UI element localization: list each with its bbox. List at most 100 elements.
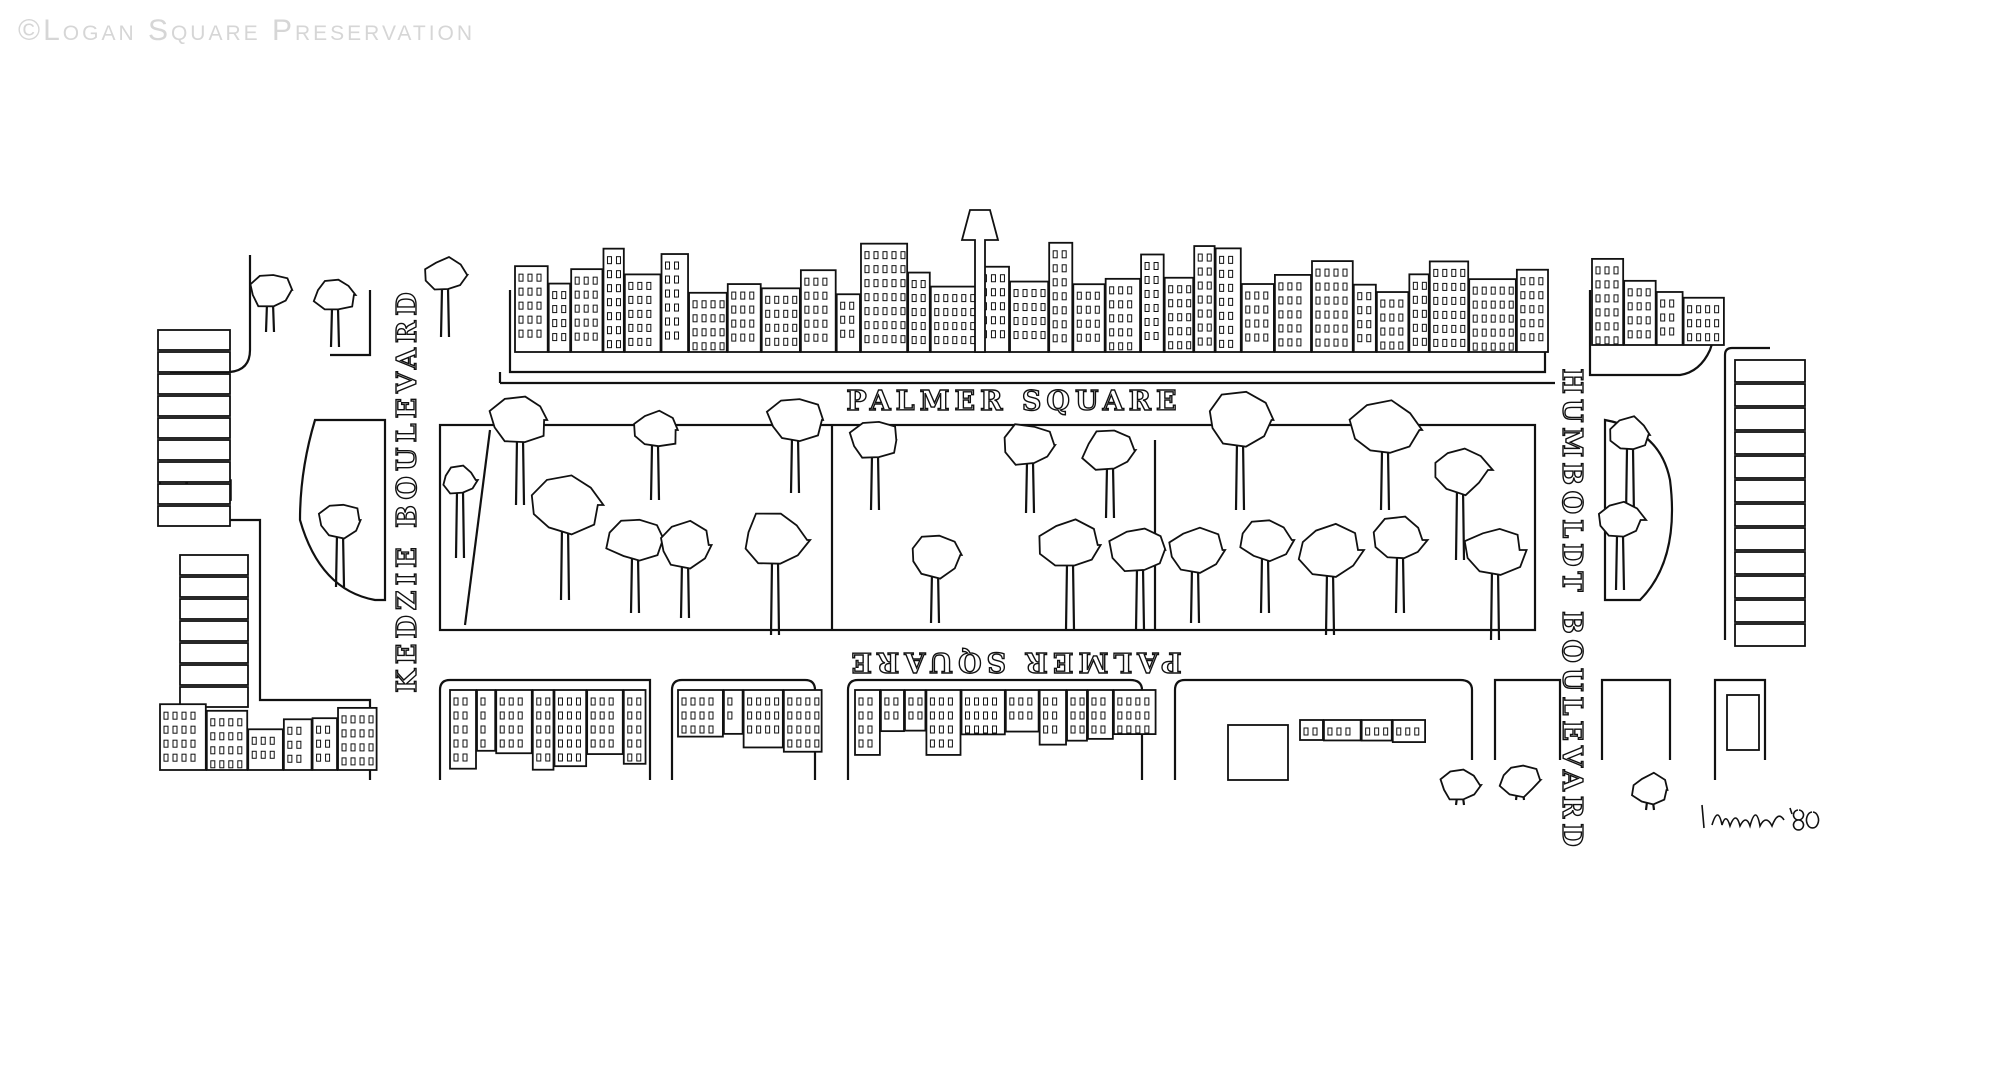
- tree: [744, 512, 812, 636]
- tree: [1498, 764, 1543, 801]
- tree: [1239, 519, 1296, 614]
- tree: [1038, 518, 1103, 631]
- building: [1140, 253, 1165, 353]
- tree: [249, 274, 294, 333]
- building: [179, 554, 249, 576]
- building: [476, 689, 497, 752]
- building: [879, 689, 905, 733]
- building: [179, 642, 249, 664]
- tree: [1631, 771, 1669, 811]
- tree: [1434, 447, 1495, 561]
- building: [1352, 283, 1377, 353]
- buildings: [157, 209, 1806, 781]
- building: [904, 689, 927, 732]
- building: [1274, 274, 1312, 353]
- tree: [1609, 415, 1652, 518]
- building: [782, 689, 823, 753]
- building: [586, 689, 624, 755]
- building: [1408, 273, 1430, 353]
- building: [247, 728, 284, 771]
- building: [722, 689, 744, 735]
- tree: [1597, 500, 1648, 591]
- tree: [1463, 527, 1528, 641]
- tree: [605, 518, 666, 614]
- artist-signature: [1701, 804, 1820, 831]
- building: [1734, 599, 1806, 623]
- building: [157, 351, 231, 373]
- building: [623, 273, 662, 353]
- tree: [1439, 768, 1483, 806]
- building: [157, 461, 231, 483]
- building: [1734, 455, 1806, 479]
- building: [157, 483, 231, 505]
- building: [1734, 383, 1806, 407]
- building: [1734, 551, 1806, 575]
- building: [907, 271, 931, 353]
- tree: [1081, 429, 1138, 519]
- building: [1734, 431, 1806, 455]
- building: [1009, 280, 1050, 353]
- building: [1734, 575, 1806, 599]
- tree: [848, 420, 898, 511]
- building: [179, 598, 249, 620]
- tree: [442, 464, 480, 559]
- building: [1391, 719, 1427, 743]
- building: [1726, 694, 1760, 751]
- watermark: ©Logan Square Preservation: [18, 14, 476, 47]
- building: [726, 283, 762, 353]
- building: [553, 689, 588, 768]
- building: [157, 395, 231, 417]
- tree: [488, 395, 549, 506]
- building: [1323, 719, 1362, 742]
- building: [1734, 359, 1806, 383]
- building: [495, 689, 533, 755]
- tree: [1168, 526, 1227, 624]
- tree: [1372, 515, 1430, 614]
- tree: [317, 503, 362, 588]
- street-label-kedzie-boulevard: KEDZIE BOULEVARD: [392, 287, 423, 692]
- tree: [312, 278, 358, 348]
- building: [179, 620, 249, 642]
- building: [570, 268, 604, 353]
- building: [1734, 623, 1806, 647]
- church-tower: [960, 209, 1000, 353]
- tree: [1297, 522, 1366, 636]
- tree: [1003, 423, 1057, 514]
- building: [1375, 291, 1410, 353]
- building: [179, 686, 249, 708]
- building: [179, 576, 249, 598]
- building: [1734, 527, 1806, 551]
- building: [159, 703, 207, 771]
- tree: [911, 534, 964, 624]
- building: [1066, 689, 1088, 742]
- building: [1240, 283, 1275, 353]
- building: [1163, 276, 1195, 353]
- building: [1734, 407, 1806, 431]
- building: [205, 709, 249, 771]
- tree: [765, 398, 825, 494]
- street-label-palmer-square-bottom: PALMER SQUARE: [846, 646, 1181, 677]
- building: [1299, 719, 1324, 741]
- building: [1734, 503, 1806, 527]
- building: [337, 706, 378, 771]
- building: [157, 417, 231, 439]
- tree: [530, 474, 606, 601]
- building: [1072, 283, 1106, 353]
- tree: [1108, 527, 1167, 631]
- tree: [1208, 390, 1275, 511]
- building: [1734, 479, 1806, 503]
- building: [835, 293, 861, 353]
- tree: [633, 409, 680, 501]
- building: [622, 689, 647, 765]
- tree: [1348, 399, 1424, 511]
- trees: [249, 255, 1669, 811]
- building: [1623, 279, 1657, 346]
- building: [157, 329, 231, 351]
- building: [1682, 296, 1725, 346]
- tree: [660, 519, 714, 619]
- street-label-humboldt-boulevard: HUMBOLDT BOULEVARD: [1556, 368, 1587, 851]
- building: [157, 439, 231, 461]
- building: [547, 282, 572, 353]
